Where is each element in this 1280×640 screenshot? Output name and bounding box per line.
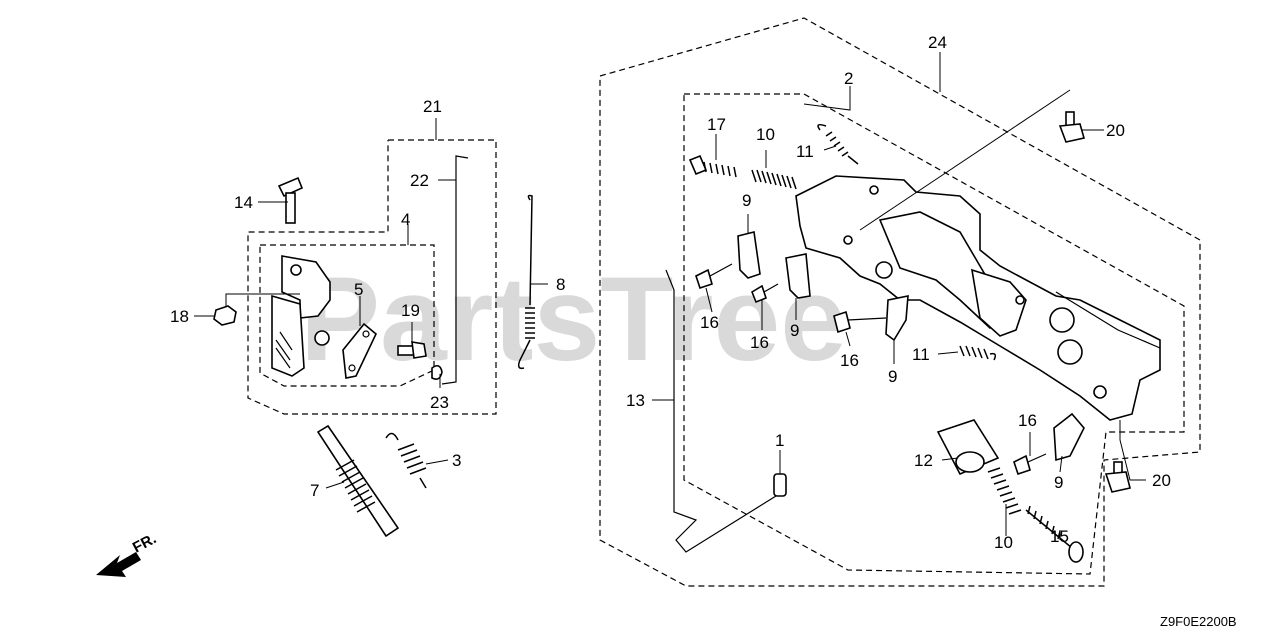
- callout-13: 13: [626, 391, 645, 410]
- joint-part-1: [773, 473, 787, 497]
- callout-16-b: 16: [750, 333, 769, 352]
- callout-23: 23: [430, 393, 449, 412]
- front-arrow-label: FR.: [130, 530, 159, 556]
- spring-part-10-a: [751, 169, 797, 190]
- callout-11-b: 11: [912, 345, 930, 364]
- front-arrow-icon: FR.: [96, 530, 159, 577]
- callout-18: 18: [170, 307, 189, 326]
- spring-part-7: [316, 424, 400, 538]
- spring-part-11-b: [959, 345, 997, 361]
- callout-labels: 21 22 4 14 18 5 19 23 8 7 3 24 2 17 10 1…: [170, 33, 1171, 552]
- spring-part-10-b: [987, 467, 1022, 515]
- rod-part-22: [441, 155, 469, 385]
- callout-14: 14: [234, 193, 253, 212]
- callout-8: 8: [556, 275, 565, 294]
- bolt-part-16-c: [833, 310, 887, 334]
- bolt-part-15: [1025, 505, 1084, 563]
- callout-15: 15: [1050, 527, 1069, 546]
- watermark-text: PartsTree: [300, 252, 847, 386]
- callout-12: 12: [914, 451, 933, 470]
- callout-7: 7: [310, 481, 319, 500]
- bolt-part-16-a: [695, 263, 733, 290]
- bolt-part-20-b: [1104, 461, 1131, 493]
- bolt-part-16-d: [1013, 453, 1047, 476]
- callout-9-b: 9: [790, 321, 799, 340]
- rod-part-13: [665, 269, 777, 553]
- callout-17: 17: [707, 115, 726, 134]
- bracket-plate-part-4: [271, 255, 331, 377]
- callout-1: 1: [775, 431, 784, 450]
- callout-3: 3: [452, 451, 461, 470]
- clip-part-9-c: [885, 295, 909, 342]
- control-plate-part-2: [795, 175, 1161, 421]
- clip-part-9-d: [1053, 412, 1085, 462]
- callout-2: 2: [844, 69, 853, 88]
- screw-part-17: [688, 154, 737, 178]
- callout-9-c: 9: [888, 367, 897, 386]
- bolt-part-16-b: [751, 283, 779, 304]
- t-bolt-part-14: [277, 176, 304, 224]
- collar-part-12: [936, 419, 1000, 476]
- callout-16-d: 16: [1018, 411, 1037, 430]
- bolt-part-19: [397, 341, 427, 359]
- nut-part-18: [213, 305, 237, 326]
- callout-10-a: 10: [756, 125, 775, 144]
- callout-4: 4: [401, 210, 410, 229]
- callout-16-c: 16: [840, 351, 859, 370]
- callout-10-b: 10: [994, 533, 1013, 552]
- callout-20-a: 20: [1106, 121, 1125, 140]
- group-4-outline: [259, 244, 435, 387]
- clip-part-9-b: [785, 253, 811, 299]
- callout-21: 21: [423, 97, 442, 116]
- drawing-code: Z9F0E2200B: [1160, 614, 1237, 629]
- callout-16-a: 16: [700, 313, 719, 332]
- spring-part-8: [517, 194, 535, 370]
- callout-5: 5: [354, 280, 363, 299]
- spring-part-11-a: [817, 123, 859, 165]
- spring-part-3: [385, 432, 427, 489]
- callout-9-a: 9: [742, 191, 751, 210]
- link-plate-part-5: [342, 322, 377, 379]
- callout-20-b: 20: [1152, 471, 1171, 490]
- callout-19: 19: [401, 301, 420, 320]
- leader-lines: [194, 52, 1146, 540]
- group-2-outline: [683, 93, 1185, 575]
- group-21-outline: [247, 139, 497, 415]
- bolt-part-20-a: [1058, 111, 1086, 143]
- clip-part-9-a: [737, 231, 761, 279]
- group-24-outline: [599, 17, 1201, 587]
- callout-9-d: 9: [1054, 473, 1063, 492]
- callout-24: 24: [928, 33, 947, 52]
- callout-11-a: 11: [796, 142, 814, 161]
- callout-22: 22: [410, 171, 429, 190]
